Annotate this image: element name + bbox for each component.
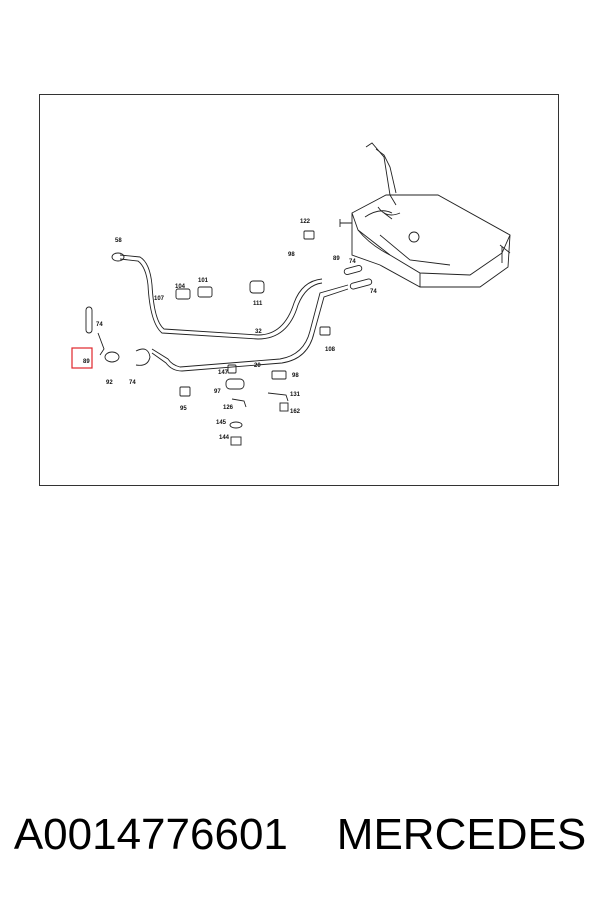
caption-spacer (288, 810, 337, 860)
callout-107: 107 (154, 296, 165, 302)
callout-111: 111 (253, 301, 263, 307)
callout-162: 162 (290, 409, 301, 415)
brand-name: MERCEDES (336, 810, 587, 859)
callout-98-lower: 98 (292, 373, 299, 379)
callout-147: 147 (218, 370, 229, 376)
callout-97: 97 (214, 389, 221, 395)
fuel-line-32 (119, 254, 323, 340)
product-caption: A0014776601 MERCEDES (0, 800, 600, 870)
callout-131: 131 (290, 392, 301, 398)
callout-122: 122 (300, 219, 311, 225)
callout-74-left: 74 (96, 322, 103, 328)
callout-101: 101 (198, 278, 209, 284)
callout-89-highlighted: 89 (83, 359, 90, 365)
callout-74-upper: 74 (349, 259, 356, 265)
hose-74-upper (343, 264, 373, 290)
filter-74 (85, 306, 93, 334)
callout-95: 95 (180, 406, 187, 412)
callout-92: 92 (106, 380, 113, 386)
small-parts (97, 230, 331, 446)
part-number: A0014776601 (13, 810, 288, 859)
parts-diagram: 58 122 98 89 74 74 104 101 107 111 32 10… (39, 94, 559, 486)
callout-126: 126 (223, 405, 234, 411)
fuel-line-20 (151, 284, 349, 372)
callout-58: 58 (115, 238, 122, 244)
callout-74-right: 74 (370, 289, 377, 295)
callout-89-upper: 89 (333, 256, 340, 262)
filler-neck (365, 142, 401, 220)
highlight-box (71, 347, 93, 369)
callout-98-upper: 98 (288, 252, 295, 258)
fuel-tank (339, 194, 511, 288)
callout-74-lower: 74 (129, 380, 136, 386)
callout-108: 108 (325, 347, 336, 353)
callout-32: 32 (255, 329, 262, 335)
callout-145: 145 (216, 420, 227, 426)
callout-20: 20 (254, 363, 261, 369)
diagram-drawing: 58 122 98 89 74 74 104 101 107 111 32 10… (71, 142, 511, 446)
callout-144: 144 (219, 435, 230, 441)
callout-104: 104 (175, 284, 186, 290)
